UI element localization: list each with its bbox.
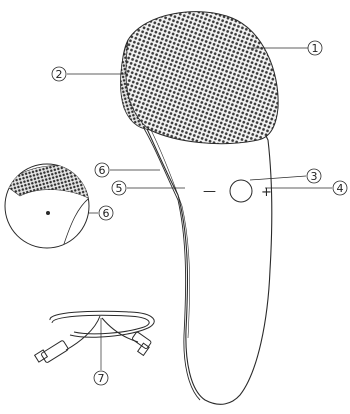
device-handle xyxy=(142,118,272,404)
svg-text:3: 3 xyxy=(311,170,318,183)
indicator-light xyxy=(46,211,50,215)
power-button[interactable] xyxy=(230,180,252,202)
svg-text:7: 7 xyxy=(98,372,105,385)
svg-text:1: 1 xyxy=(312,42,319,55)
usb-charging-cable xyxy=(35,311,155,363)
callout-2: 2 xyxy=(52,67,66,81)
svg-text:6: 6 xyxy=(99,164,106,177)
usb-plug xyxy=(41,340,69,363)
plus-button[interactable]: + xyxy=(261,185,272,200)
detail-inset xyxy=(5,164,92,250)
silicone-brush-head xyxy=(122,12,278,144)
minus-button[interactable]: — xyxy=(203,184,216,199)
svg-text:5: 5 xyxy=(116,182,123,195)
callout-5: 5 xyxy=(112,181,126,195)
callout-1: 1 xyxy=(308,41,322,55)
svg-text:4: 4 xyxy=(337,182,344,195)
svg-text:6: 6 xyxy=(103,207,110,220)
svg-text:2: 2 xyxy=(56,68,63,81)
callout-6-detail: 6 xyxy=(99,206,113,220)
callout-7: 7 xyxy=(94,371,108,385)
callout-3: 3 xyxy=(307,169,321,183)
callout-4: 4 xyxy=(333,181,347,195)
callout-6-indicator: 6 xyxy=(95,163,109,177)
